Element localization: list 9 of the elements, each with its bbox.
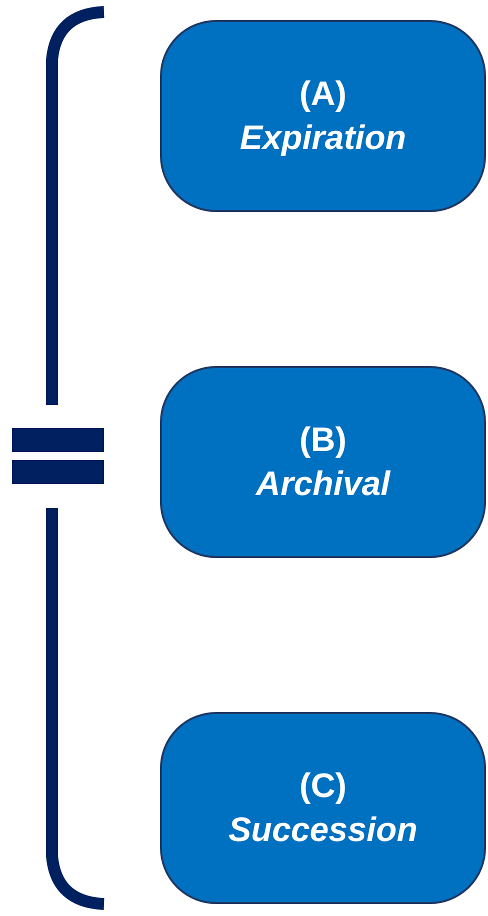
node-title: Expiration bbox=[240, 118, 406, 159]
node-title: Succession bbox=[228, 810, 418, 851]
node-heading: (C) bbox=[299, 766, 347, 807]
rounded-box bbox=[160, 20, 486, 212]
node-heading: (A) bbox=[299, 74, 347, 115]
node-heading: (B) bbox=[299, 420, 347, 461]
rounded-box bbox=[160, 712, 486, 904]
rounded-box bbox=[160, 366, 486, 558]
node-title: Archival bbox=[256, 464, 390, 505]
